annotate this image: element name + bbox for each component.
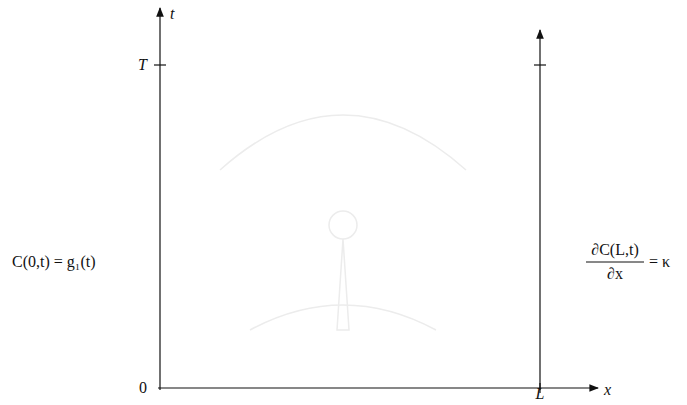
origin-label: 0: [139, 379, 147, 397]
tick-label: L: [536, 385, 545, 403]
tick-mark: [154, 64, 166, 65]
tick-mark: [534, 64, 546, 65]
x-axis: [158, 387, 598, 388]
seal-watermark: [220, 115, 466, 330]
fraction-denominator: ∂x: [607, 265, 623, 283]
axis-lines: [154, 8, 644, 393]
axis-name: t: [170, 5, 174, 23]
fraction-numerator: ∂C(L,t): [591, 241, 638, 259]
tick-label: T: [138, 56, 147, 74]
fraction-bar: [586, 262, 644, 263]
boundary-condition: = κ: [649, 253, 670, 271]
boundary-line: [539, 30, 540, 390]
axis-name: x: [604, 381, 611, 399]
boundary-condition: C(0,t) = g₁(t): [12, 253, 95, 271]
